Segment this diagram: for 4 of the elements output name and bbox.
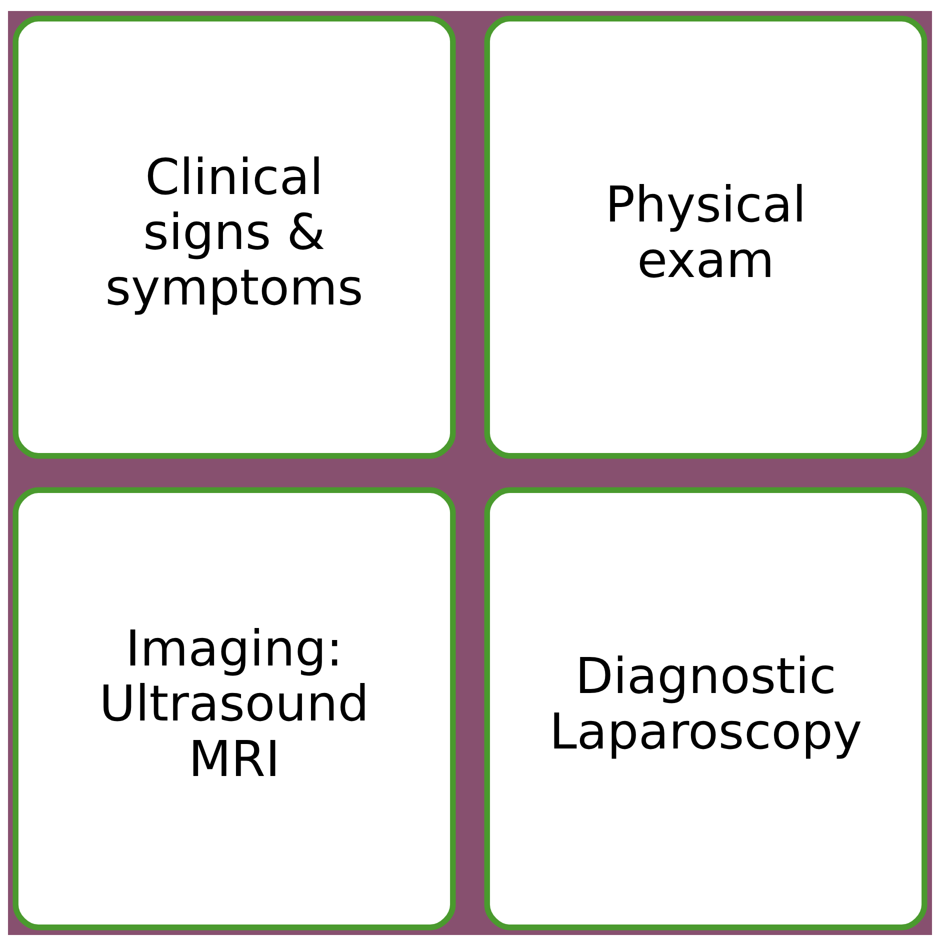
node-box: Diagnostic Laparoscopy: [484, 487, 928, 930]
node-box: Imaging: Ultrasound MRI: [12, 487, 456, 930]
node-box: Physical exam: [484, 16, 928, 459]
node-box: Clinical signs & symptoms: [12, 16, 456, 459]
